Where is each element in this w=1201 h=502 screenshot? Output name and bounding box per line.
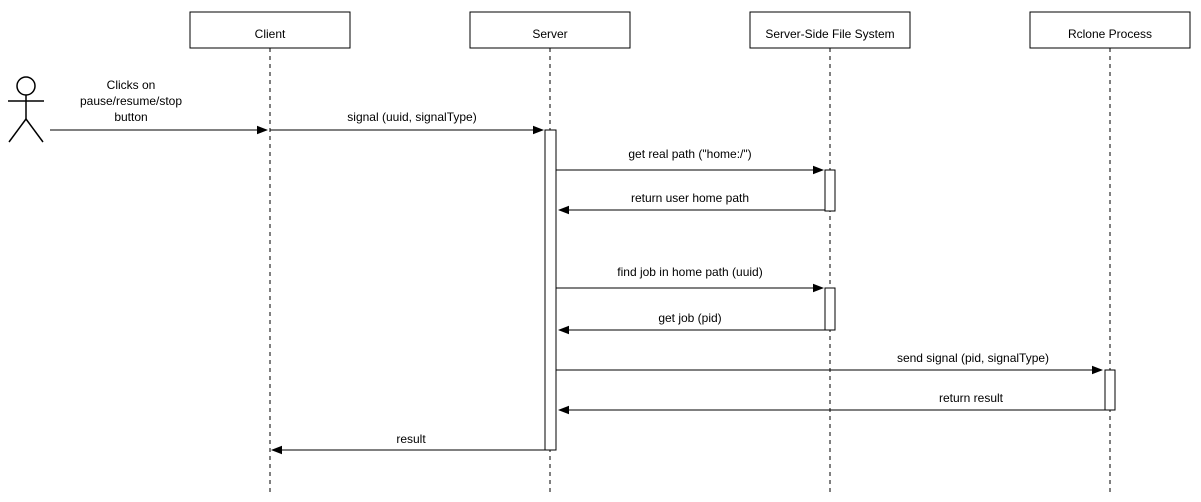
message-label-clicks-line1: Clicks on	[107, 78, 156, 92]
message-label-return-result: return result	[939, 391, 1004, 405]
message-label-find-job: find job in home path (uuid)	[617, 265, 762, 279]
message-label-send-signal: send signal (pid, signalType)	[897, 351, 1049, 365]
message-label-signal: signal (uuid, signalType)	[347, 110, 476, 124]
activation-bar-filesystem-2	[824, 287, 836, 331]
activation-bar-filesystem-1	[824, 169, 836, 212]
participant-box-server	[469, 11, 631, 49]
participant-box-rclone	[1029, 11, 1191, 49]
actor-leg-right	[25, 118, 44, 143]
participant-box-filesystem	[749, 11, 911, 49]
participant-label-filesystem: Server-Side File System	[765, 27, 894, 41]
message-label-get-real-path: get real path ("home:/")	[628, 147, 751, 161]
message-label-get-job: get job (pid)	[658, 311, 721, 325]
message-label-return-home-path: return user home path	[631, 191, 749, 205]
message-label-result: result	[396, 432, 426, 446]
message-label-clicks-line2: pause/resume/stop	[80, 94, 182, 108]
participant-label-rclone: Rclone Process	[1068, 27, 1152, 41]
actor-head	[16, 76, 36, 96]
activation-bar-server	[544, 129, 557, 451]
actor-leg-left	[8, 118, 27, 143]
message-label-clicks-line3: button	[114, 110, 147, 124]
participant-box-client	[189, 11, 351, 49]
activation-bar-rclone	[1104, 369, 1116, 411]
participant-label-client: Client	[255, 27, 286, 41]
user-actor	[8, 76, 44, 143]
participant-label-server: Server	[532, 27, 567, 41]
